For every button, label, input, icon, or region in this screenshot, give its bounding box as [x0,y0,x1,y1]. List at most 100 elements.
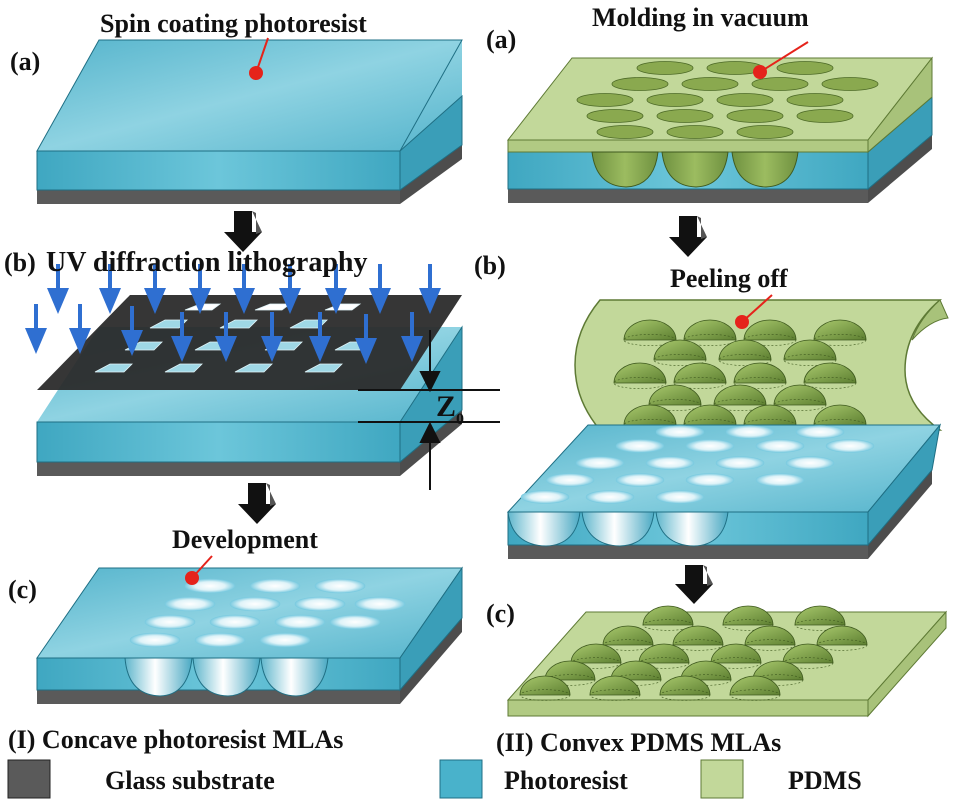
legend-swatch-glass [7,759,51,799]
uv-arrow-icon [25,304,47,354]
uv-arrow-icon [171,312,193,362]
step-II-a-caption: Molding in vacuum [592,3,809,32]
concave-cross-section [507,511,729,547]
convex-lens [794,605,846,631]
convex-lens [673,362,727,389]
legend: Glass substrate Photoresist PDMS [7,759,862,799]
convex-lens [803,362,857,389]
concave-lens [645,456,695,470]
pdms-cavity [586,109,644,123]
legend-label-glass: Glass substrate [105,766,275,795]
pdms-cavity [821,77,879,91]
slab-I-c [36,566,463,704]
pdms-cavity [736,125,794,139]
step-I-b-caption: UV diffraction lithography [46,247,368,278]
pdms-cavity [776,61,834,75]
convex-lens [722,605,774,631]
step-II-b-letter: (b) [474,251,506,280]
uv-arrow-group [25,264,441,364]
convex-lens [623,319,677,346]
pdms-cavity [726,109,784,123]
convex-lens [773,384,827,411]
concave-lens-array [129,578,406,648]
uv-arrow-icon [233,264,255,314]
convex-lens [659,675,711,701]
uv-arrow-icon [355,314,377,364]
step-I-c-caption: Development [172,525,318,554]
down-arrow-icon [675,565,713,604]
pdms-cavity [716,93,774,107]
convex-lens [589,675,641,701]
step-I-b-letter: (b) [4,248,36,277]
concave-lens [785,456,835,470]
uv-arrow-icon [99,264,121,314]
pdms-cavity [796,109,854,123]
concave-lens [615,473,665,487]
convex-lens [733,362,787,389]
down-arrow-icon [224,211,262,252]
concave-lens [545,473,595,487]
step-I-c-letter: (c) [8,575,37,604]
pdms-cavity [576,93,634,107]
pdms-cavity [681,77,739,91]
uv-arrow-icon [144,264,166,314]
legend-swatch-pdms [700,759,744,799]
concave-lens [655,425,705,439]
concave-lens [274,614,326,630]
concave-lens [314,578,366,594]
convex-lens [653,339,707,366]
step-II-c-letter: (c) [486,599,515,628]
pdms-cavity [656,109,714,123]
legend-label-photoresist: Photoresist [504,766,628,795]
slab-II-c [506,605,948,718]
slab-II-b [506,423,942,559]
uv-arrow-icon [215,312,237,362]
marker-dot-icon [185,555,213,585]
pdms-cavity [666,125,724,139]
concave-lens [294,596,346,612]
pdms-molded-lenses [591,151,799,188]
uv-arrow-icon [419,264,441,314]
convex-lens [783,339,837,366]
down-arrow-icon [669,216,707,257]
uv-arrow-icon [121,306,143,356]
concave-lens [615,439,665,453]
concave-lens [575,456,625,470]
uv-arrow-icon [401,312,423,362]
pdms-lens-cavities [576,61,879,139]
step-II-a-letter: (a) [486,25,516,54]
down-arrow-icon [238,483,276,524]
concave-lens [755,473,805,487]
pdms-cavity [751,77,809,91]
concave-lens [685,473,735,487]
z0-dimension [358,330,500,490]
uv-arrow-icon [369,264,391,314]
z0-label: Z0 [436,390,464,428]
concave-lens [229,596,281,612]
convex-lens-array [519,605,868,701]
convex-lens [613,362,667,389]
convex-lens [642,605,694,631]
concave-cross-section [124,657,329,697]
convex-lens [602,625,654,651]
concave-lens [184,578,236,594]
uv-arrow-icon [309,312,331,362]
concave-lens [164,596,216,612]
column-II-title: (II) Convex PDMS MLAs [496,728,781,757]
concave-lens [329,614,381,630]
uv-arrow-icon [261,312,283,362]
uv-arrow-icon [69,304,91,354]
convex-lens [813,319,867,346]
concave-lens [685,439,735,453]
concave-lens [259,632,311,648]
convex-lens [743,319,797,346]
legend-swatch-photoresist [439,759,483,799]
photomask [37,295,462,390]
slab-I-a [36,39,463,204]
step-I-a-letter: (a) [10,47,40,76]
convex-lens [718,339,772,366]
pdms-cavity [786,93,844,107]
convex-lens [813,404,867,431]
concave-lens [354,596,406,612]
